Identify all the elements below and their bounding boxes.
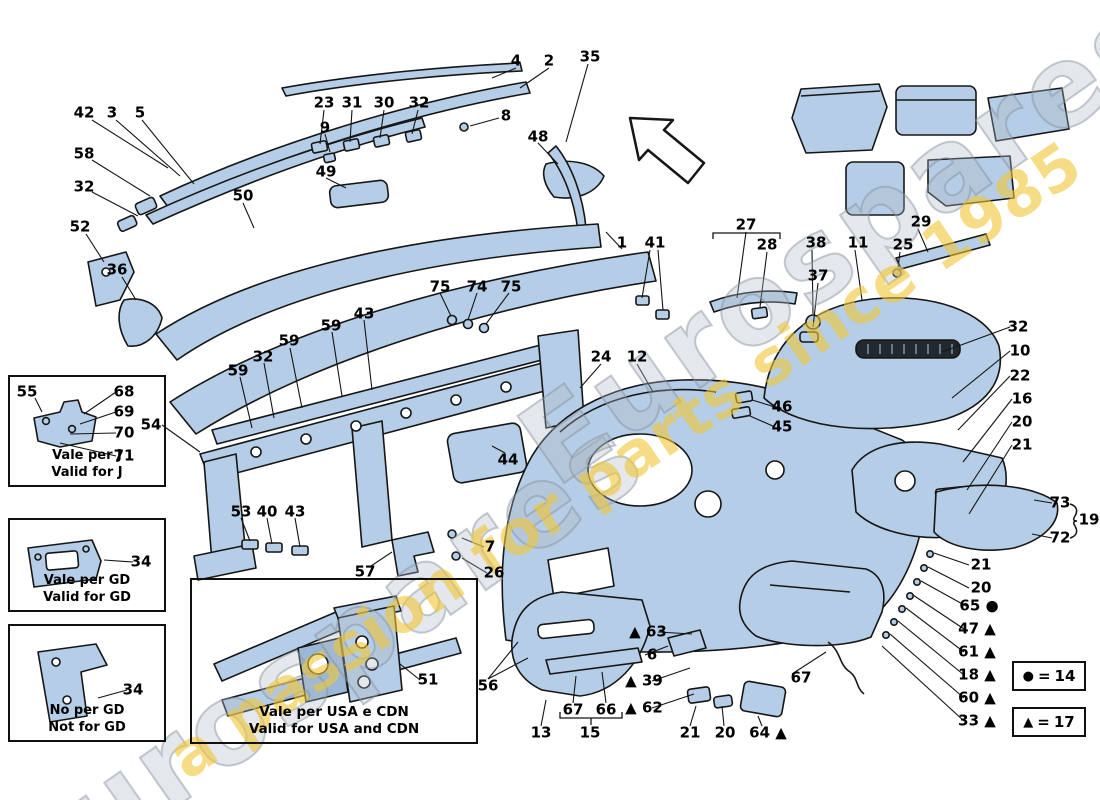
left-brackets <box>87 251 163 347</box>
grouping-brackets <box>559 232 781 725</box>
direction-arrow <box>628 116 706 185</box>
legend-box-not-gd: No per GD Not for GD <box>8 624 166 742</box>
legend-box-valid-gd: Vale per GD Valid for GD <box>8 518 166 612</box>
legend-bracket-images <box>27 399 108 723</box>
crossmember-frame <box>193 314 585 581</box>
circle-value: 14 <box>1054 667 1076 685</box>
dashboard-top-pad <box>635 233 1002 430</box>
legend-valid-gd-italian: Vale per GD <box>43 573 131 589</box>
instrument-panel-shells <box>155 223 657 435</box>
legend-usa-cdn-english: Valid for USA and CDN <box>248 721 420 738</box>
legend-box-valid-j: Vale per J Valid for J <box>8 375 166 487</box>
symbol-legend-triangle: ▲=17 <box>1012 707 1086 737</box>
legend-valid-gd-english: Valid for GD <box>43 590 131 606</box>
legend-box-valid-usa-cdn: Vale per USA e CDN Valid for USA and CDN <box>190 578 478 744</box>
legend-not-gd-english: Not for GD <box>48 720 126 736</box>
triangle-equals: = <box>1037 713 1050 731</box>
legend-usa-cdn-italian: Vale per USA e CDN <box>259 703 409 720</box>
legend-not-gd-italian: No per GD <box>49 703 125 719</box>
insulation-pads <box>791 83 1070 216</box>
brace-19 <box>1069 503 1078 539</box>
leader-lines <box>34 63 1053 727</box>
legend-valid-j-english: Valid for J <box>51 465 123 481</box>
lower-centre-panels <box>510 591 734 709</box>
demister-grille-slits <box>867 344 953 354</box>
circle-equals: = <box>1037 667 1051 685</box>
defroster-trim-strips <box>116 62 605 232</box>
right-lower-panels <box>738 441 1059 718</box>
legend-valid-j-italian: Vale per J <box>52 448 122 464</box>
triangle-value: 17 <box>1053 713 1075 731</box>
circle-symbol-icon: ● <box>1022 668 1034 684</box>
usa-cdn-chassis-frame <box>213 595 462 717</box>
triangle-symbol-icon: ▲ <box>1023 714 1034 730</box>
symbol-legend-circle: ●=14 <box>1012 661 1086 691</box>
